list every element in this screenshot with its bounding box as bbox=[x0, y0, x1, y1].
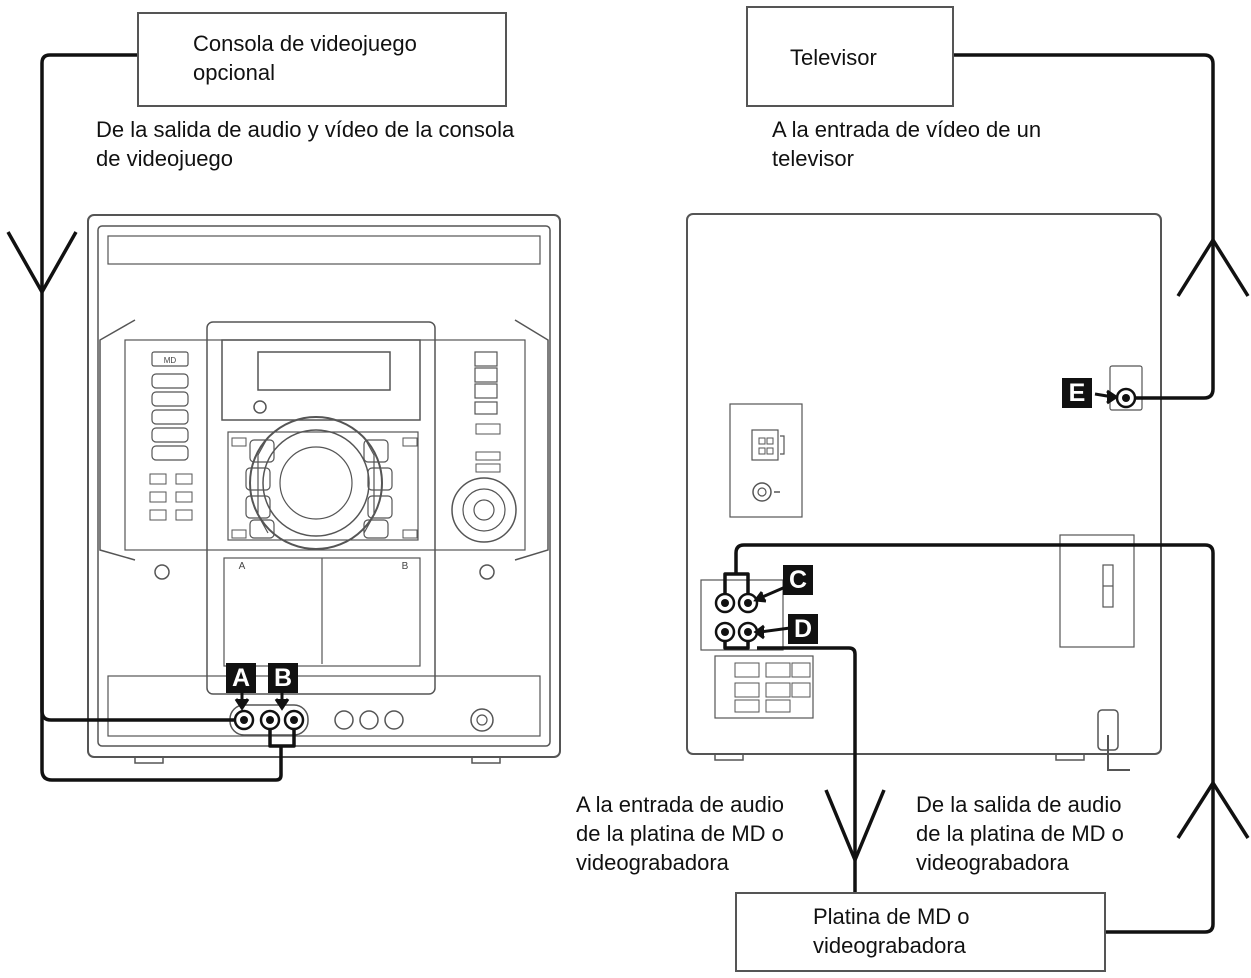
cable-md-out bbox=[734, 543, 1215, 934]
cables bbox=[40, 53, 1215, 934]
front-unit bbox=[87, 214, 561, 764]
caption-md-output: De la salida de audio de la platina de M… bbox=[916, 792, 1124, 875]
md-box bbox=[735, 892, 1106, 972]
cable-md-in bbox=[757, 646, 857, 892]
cable-b-bridge bbox=[268, 729, 296, 748]
cable-c-bridge bbox=[723, 572, 750, 594]
deck-b-label: B bbox=[402, 561, 409, 572]
tv-label: Televisor bbox=[790, 45, 877, 70]
tag-a: A bbox=[226, 663, 256, 693]
caption-tv-input: A la entrada de vídeo de un televisor bbox=[772, 117, 1042, 171]
tag-b: B bbox=[268, 663, 298, 693]
front-jacks bbox=[229, 704, 309, 736]
caption-console-output: De la salida de audio y vídeo de la cons… bbox=[96, 117, 515, 171]
tag-e: E bbox=[1062, 378, 1092, 408]
tag-d: D bbox=[788, 614, 818, 644]
tag-c: C bbox=[783, 565, 813, 595]
console-box bbox=[137, 12, 507, 107]
arrow-up-tv bbox=[1176, 238, 1250, 297]
cable-d-bridge bbox=[723, 641, 750, 650]
md-label: Platina de MD o videograbadora bbox=[813, 904, 970, 958]
console-label: Consola de videojuego opcional bbox=[193, 31, 417, 85]
tv-box bbox=[746, 6, 954, 107]
cable-console-video bbox=[40, 53, 236, 722]
md-button-label: MD bbox=[164, 356, 177, 365]
cable-tv bbox=[954, 53, 1215, 400]
caption-md-input: A la entrada de audio de la platina de M… bbox=[576, 792, 784, 875]
arrow-up-md-out bbox=[1176, 781, 1250, 839]
deck-a-label: A bbox=[239, 561, 246, 572]
cable-console-audio bbox=[40, 600, 283, 782]
flow-arrows bbox=[6, 231, 1250, 862]
rear-jacks bbox=[714, 387, 1137, 643]
arrow-down-md-in bbox=[824, 789, 886, 862]
rear-unit bbox=[686, 213, 1162, 771]
arrow-down-left bbox=[6, 231, 78, 294]
